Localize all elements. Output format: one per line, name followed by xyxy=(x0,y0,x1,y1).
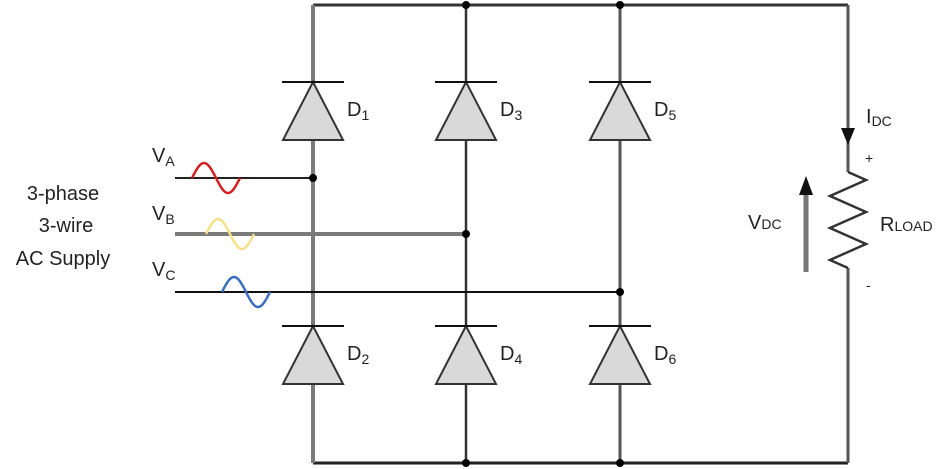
diode: D4 xyxy=(434,323,522,385)
sine-wave-icon xyxy=(204,217,256,251)
diode-label: D4 xyxy=(500,343,522,367)
current-label: IDC xyxy=(866,106,892,129)
wires xyxy=(175,3,850,465)
diode-body-icon xyxy=(281,79,345,141)
diode-label: D5 xyxy=(654,99,676,123)
diode-label: D3 xyxy=(500,99,522,123)
junction-dot xyxy=(462,459,470,467)
phase-waves xyxy=(190,161,272,309)
junction-dot xyxy=(462,1,470,9)
phase-c-label: VC xyxy=(152,259,175,283)
junction-dot xyxy=(616,459,624,467)
diode-body-icon xyxy=(281,323,345,385)
sine-wave-icon xyxy=(220,275,272,309)
plus-sign: + xyxy=(865,150,873,166)
diode-body-icon xyxy=(588,323,652,385)
junction-dot xyxy=(309,174,317,182)
supply-label: 3-phase 3-wire AC Supply xyxy=(16,183,111,270)
phase-labels: VA VB VC xyxy=(152,145,175,283)
diode-body-icon xyxy=(588,79,652,141)
supply-label-line: 3-phase xyxy=(27,183,99,205)
load: IDC + - VDC RLOAD xyxy=(748,106,933,293)
resistor-icon xyxy=(826,170,870,270)
diode-label: D1 xyxy=(347,99,369,123)
diode-label: D2 xyxy=(347,343,369,367)
supply-label-line: AC Supply xyxy=(16,248,111,270)
diode-body-icon xyxy=(434,323,498,385)
minus-sign: - xyxy=(866,277,871,293)
diode: D5 xyxy=(588,79,676,141)
phase-a-label: VA xyxy=(152,145,175,169)
diode-body-icon xyxy=(434,79,498,141)
diode-label: D6 xyxy=(654,343,676,367)
voltage-label: VDC xyxy=(748,212,782,234)
diode: D2 xyxy=(281,323,369,385)
junction-dot xyxy=(616,1,624,9)
junction-dot xyxy=(616,288,624,296)
phase-b-label: VB xyxy=(152,203,175,227)
junctions xyxy=(309,1,624,467)
diode: D3 xyxy=(434,79,522,141)
resistor-label: RLOAD xyxy=(880,214,933,236)
junction-dot xyxy=(462,230,470,238)
current-arrow-icon xyxy=(841,128,855,145)
voltage-arrow-icon xyxy=(799,176,813,195)
sine-wave-icon xyxy=(190,161,242,195)
supply-label-line: 3-wire xyxy=(39,215,93,237)
diode: D1 xyxy=(281,79,369,141)
diode: D6 xyxy=(588,323,676,385)
